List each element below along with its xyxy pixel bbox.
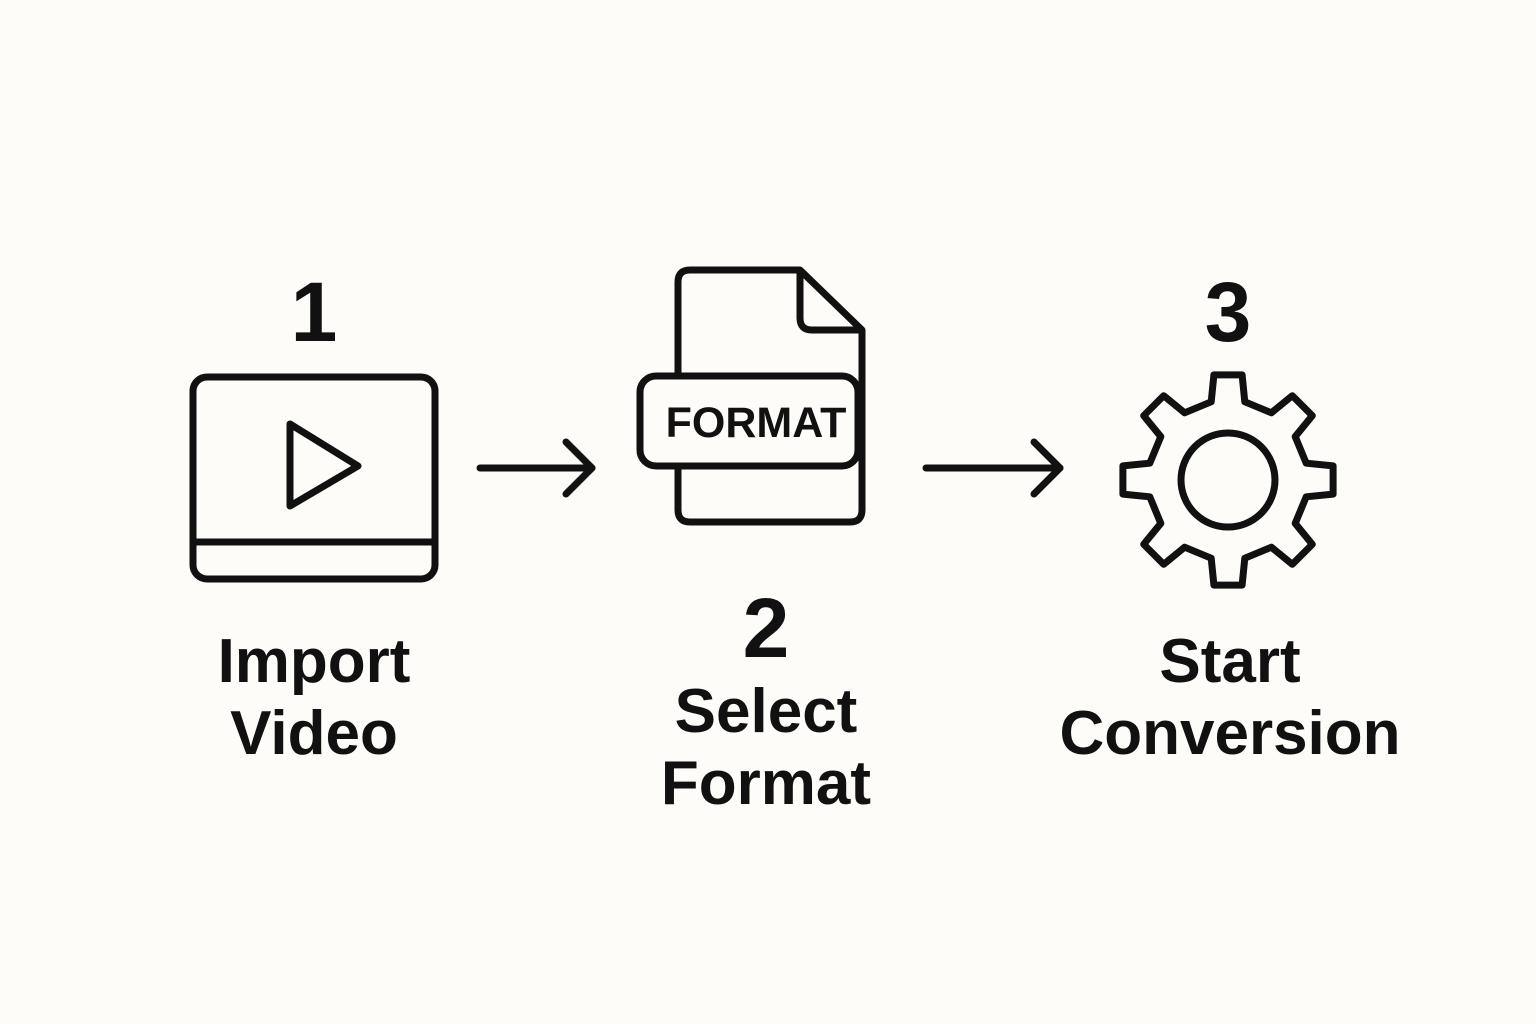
arrow-right-icon bbox=[476, 438, 596, 498]
format-label-text: FORMAT bbox=[666, 399, 847, 447]
step-3-label: Start Conversion bbox=[990, 626, 1470, 770]
video-player-icon bbox=[189, 373, 439, 583]
gear-icon bbox=[1119, 371, 1337, 589]
step-1-label: Import Video bbox=[74, 626, 554, 770]
arrow-right-icon bbox=[922, 438, 1064, 498]
step-3-label-line1: Start bbox=[1159, 627, 1301, 696]
step-1-label-line2: Video bbox=[230, 699, 398, 768]
step-2-label: Select Format bbox=[526, 676, 1006, 820]
step-3-number: 3 bbox=[1204, 265, 1252, 359]
step-1-label-line1: Import bbox=[217, 627, 411, 696]
step-3-label-line2: Conversion bbox=[1059, 699, 1401, 768]
step-2-label-line1: Select bbox=[674, 677, 858, 746]
format-document-icon: FORMAT bbox=[636, 266, 866, 526]
step-2-label-line2: Format bbox=[660, 749, 872, 818]
step-2-number: 2 bbox=[742, 581, 790, 675]
step-1-number: 1 bbox=[290, 265, 338, 359]
